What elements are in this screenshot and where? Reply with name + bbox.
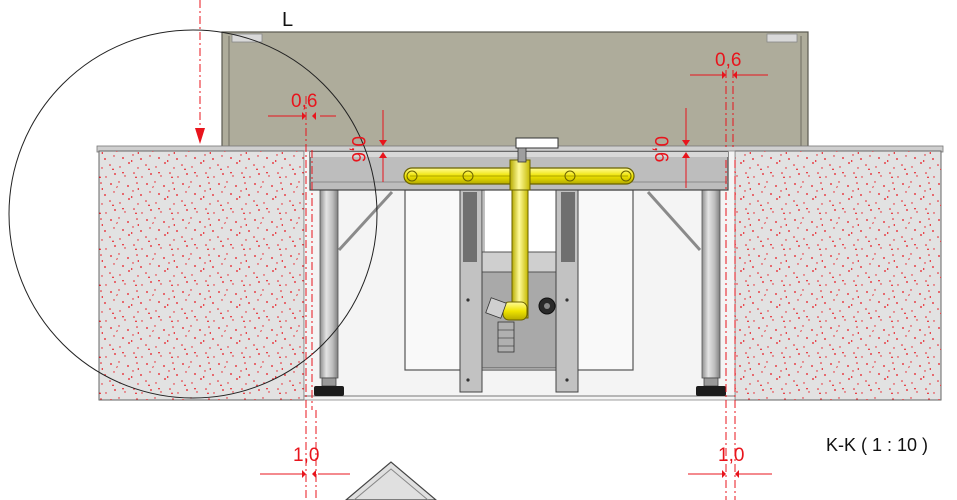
leveling-leg-left — [314, 189, 344, 396]
detail-circle-L — [8, 29, 378, 399]
dim-bottom-right: 1,0 — [718, 445, 744, 466]
gas-pipe-assembly — [403, 159, 635, 321]
dimension-lines — [195, 0, 772, 500]
valve-fittings — [485, 137, 559, 353]
diagonal-braces — [337, 190, 702, 252]
dim-vertical-right: 0,6 — [650, 136, 671, 162]
dim-vertical-left: 0,6 — [347, 136, 368, 162]
detail-label: L — [282, 9, 293, 31]
dim-bottom-left: 1,0 — [293, 445, 319, 466]
section-label: K-K ( 1 : 10 ) — [826, 435, 928, 455]
concrete-block-left — [98, 150, 305, 401]
dim-top-right: 0,6 — [715, 50, 741, 71]
lower-view-fragment — [345, 461, 437, 500]
concrete-block-right — [734, 150, 942, 401]
upper-panel — [221, 31, 809, 149]
frame-posts — [459, 189, 579, 393]
dim-top-left: 0,6 — [291, 91, 317, 112]
